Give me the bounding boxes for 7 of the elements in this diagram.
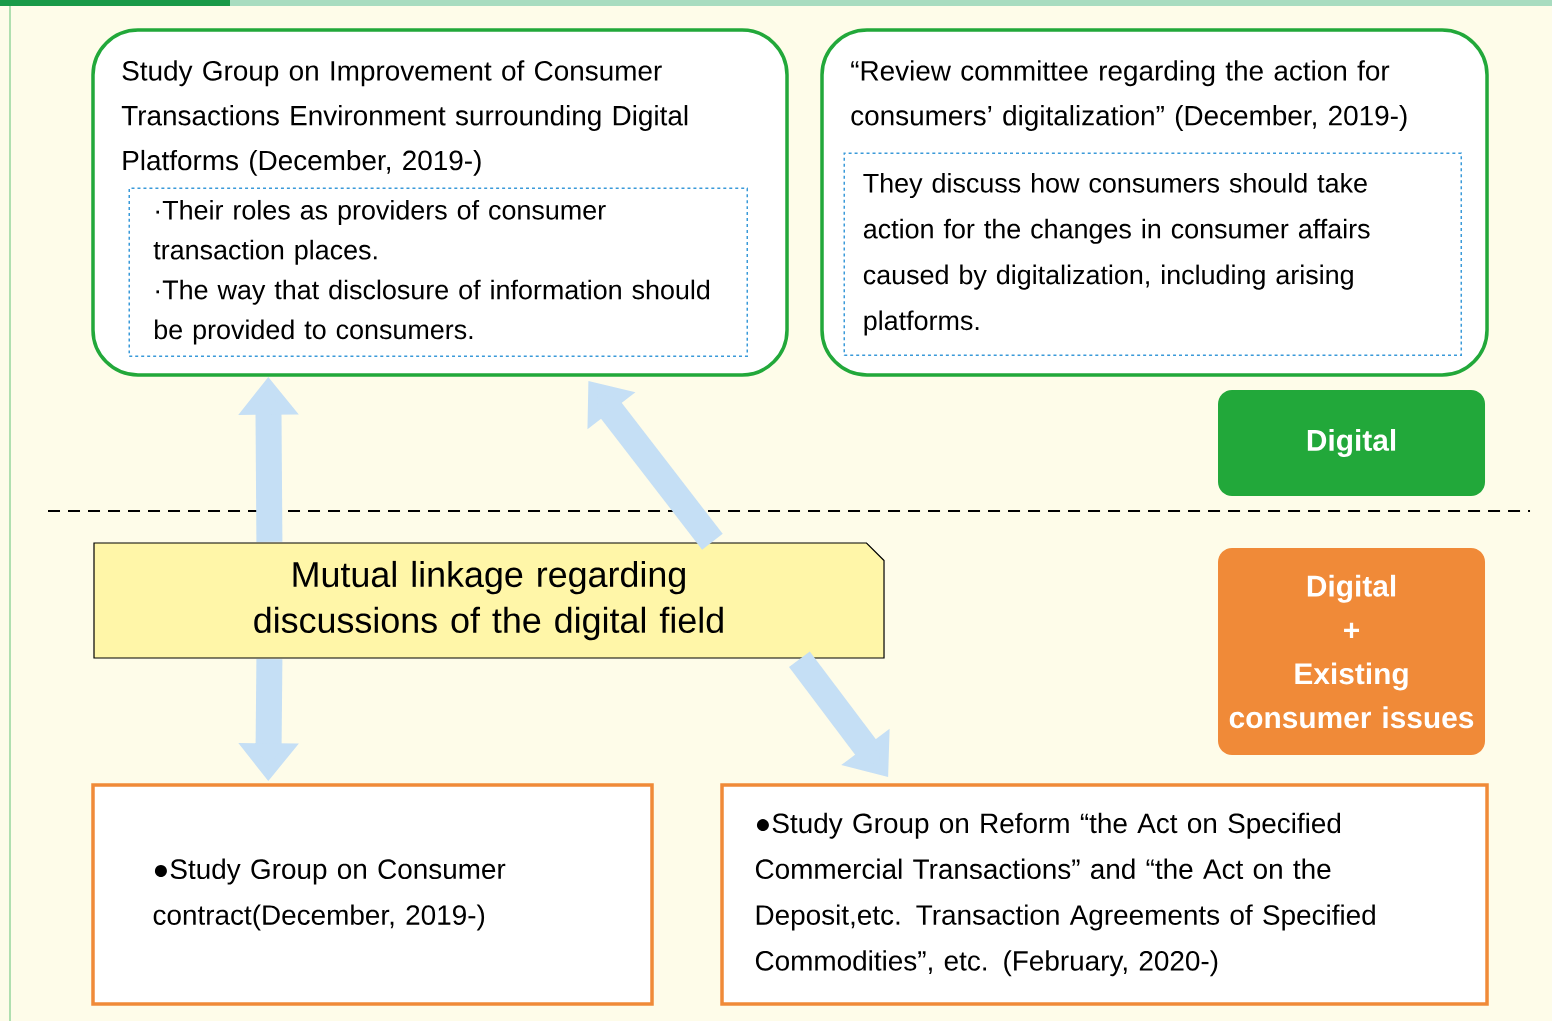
study-group-box: ●Study Group on Reform “the Act on Specified Commercial Transactions” and “the Act on the Deposit,etc. Transaction Agreements of Specified Commodities”, etc. (February, 2020-)	[720, 783, 1489, 1006]
label-box: Digital + Existing consumer issues	[1218, 548, 1485, 755]
dashed-box: They discuss how consumers should take action for the changes in consumer affairs caused by digitalization, including arising platforms.	[843, 152, 1462, 356]
study-group-box: ●Study Group on Consumer contract(December, 2019-)	[91, 783, 654, 1006]
dashed-box: ·Their roles as providers of consumer transaction places. ·The way that disclosure of information should be provided to consumers.	[128, 187, 748, 357]
note-box: Mutual linkage regarding discussions of the digital field	[93, 542, 885, 659]
label-box: Digital	[1218, 390, 1485, 496]
